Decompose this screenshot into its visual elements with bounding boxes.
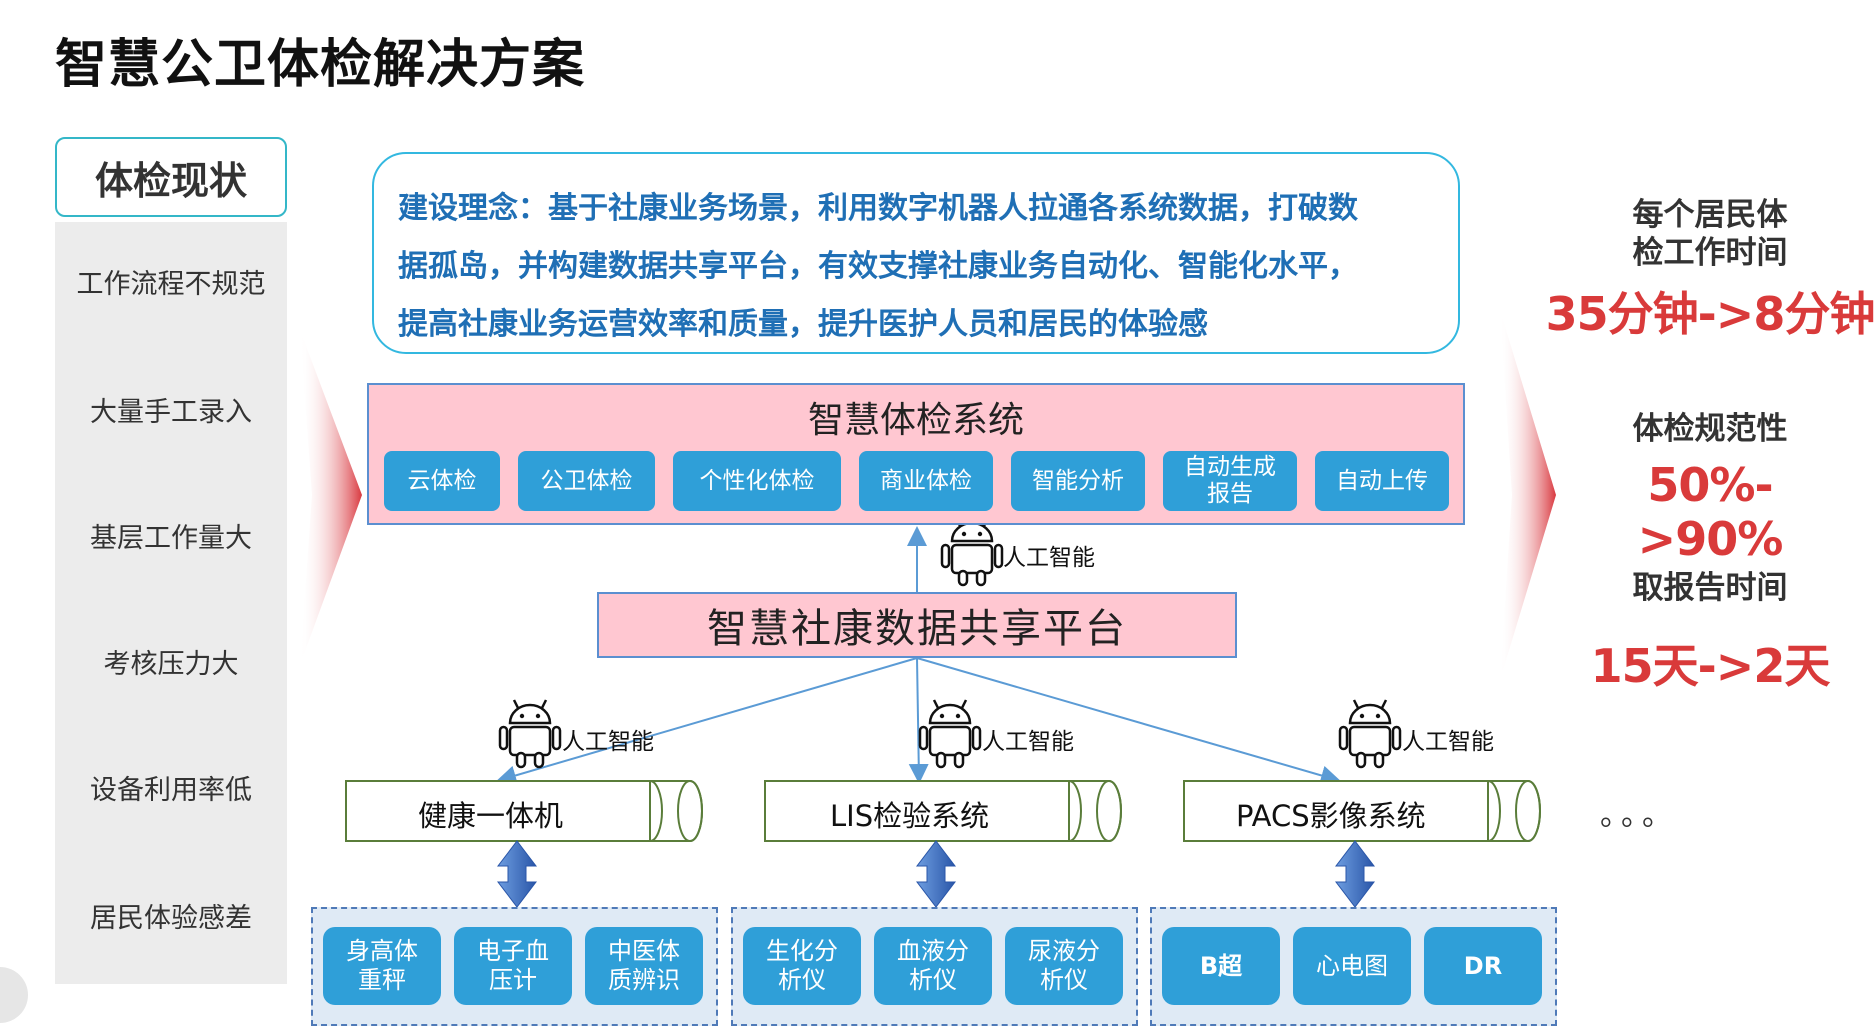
subsystem-label: LIS检验系统 [830, 799, 990, 833]
module-commercial-exam[interactable]: 商业体检 [859, 451, 993, 511]
status-item: 考核压力大 [103, 649, 239, 680]
device-dr[interactable]: DR [1424, 927, 1542, 1005]
right-chevron-arrow [1500, 310, 1556, 680]
android-icon [498, 698, 562, 769]
data-sharing-platform: 智慧社康数据共享平台 [597, 592, 1237, 658]
device-blood-analyzer[interactable]: 血液分 析仪 [874, 927, 992, 1005]
metric-label: 取报告时间 [1632, 570, 1788, 606]
status-heading: 体检现状 [55, 137, 287, 217]
device-height-weight-scale[interactable]: 身高体 重秤 [323, 927, 441, 1005]
subsystem-label: 健康一体机 [418, 799, 564, 833]
status-item: 基层工作量大 [90, 523, 252, 554]
android-icon [940, 516, 1004, 587]
device-urine-analyzer[interactable]: 尿液分 析仪 [1005, 927, 1123, 1005]
android-icon [918, 698, 982, 769]
ai-label: 人工智能 [982, 729, 1074, 755]
metric-value: 50%->90% [1637, 458, 1784, 566]
double-arrow-icon [915, 840, 957, 908]
module-auto-report[interactable]: 自动生成 报告 [1163, 451, 1297, 511]
page-title: 智慧公卫体检解决方案 [55, 35, 586, 95]
device-group-health-kiosk: 身高体 重秤 电子血 压计 中医体 质辨识 [311, 907, 718, 1026]
module-auto-upload[interactable]: 自动上传 [1315, 451, 1449, 511]
module-personalized-exam[interactable]: 个性化体检 [673, 451, 841, 511]
status-item: 设备利用率低 [90, 775, 252, 806]
concept-box: 建设理念：基于社康业务场景，利用数字机器人拉通各系统数据，打破数 据孤岛，并构建… [372, 152, 1460, 354]
double-arrow-icon [496, 840, 538, 908]
device-group-lis: 生化分 析仪 血液分 析仪 尿液分 析仪 [731, 907, 1138, 1026]
exam-system-title: 智慧体检系统 [807, 400, 1024, 441]
module-smart-analysis[interactable]: 智能分析 [1011, 451, 1145, 511]
metric-value: 15天->2天 [1590, 639, 1831, 693]
concept-line: 据孤岛，并构建数据共享平台，有效支撑社康业务自动化、智能化水平， [398, 249, 1358, 284]
cylinder-pacs-system [1183, 780, 1541, 842]
status-item: 居民体验感差 [90, 903, 252, 934]
device-blood-pressure-meter[interactable]: 电子血 压计 [454, 927, 572, 1005]
device-ultrasound[interactable]: B超 [1162, 927, 1280, 1005]
cylinder-health-kiosk [345, 780, 703, 842]
concept-line: 提高社康业务运营效率和质量，提升医护人员和居民的体验感 [398, 307, 1208, 342]
device-group-pacs: B超 心电图 DR [1150, 907, 1557, 1026]
exam-system-box: 智慧体检系统 云体检 公卫体检 个性化体检 商业体检 智能分析 自动生成 报告 … [367, 383, 1465, 525]
status-list: 工作流程不规范 大量手工录入 基层工作量大 考核压力大 设备利用率低 居民体验感… [55, 222, 287, 984]
device-biochem-analyzer[interactable]: 生化分 析仪 [743, 927, 861, 1005]
metric-value: 35分钟->8分钟 [1545, 287, 1874, 341]
module-cloud-exam[interactable]: 云体检 [384, 451, 500, 511]
device-tcm-constitution[interactable]: 中医体 质辨识 [585, 927, 703, 1005]
double-arrow-icon [1334, 840, 1376, 908]
android-icon [1338, 698, 1402, 769]
concept-line: 建设理念：基于社康业务场景，利用数字机器人拉通各系统数据，打破数 [398, 191, 1358, 226]
ai-label: 人工智能 [1003, 545, 1095, 571]
device-ecg[interactable]: 心电图 [1293, 927, 1411, 1005]
ai-label: 人工智能 [1402, 729, 1494, 755]
module-public-health-exam[interactable]: 公卫体检 [518, 451, 655, 511]
subsystem-label: PACS影像系统 [1236, 799, 1426, 833]
status-item: 大量手工录入 [90, 397, 252, 428]
corner-decoration [0, 967, 28, 1023]
metric-label: 每个居民体 检工作时间 [1632, 197, 1788, 271]
more-ellipsis: 。。。 [1600, 798, 1678, 833]
ai-label: 人工智能 [562, 729, 654, 755]
cylinder-lis-system [764, 780, 1122, 842]
left-chevron-arrow [300, 330, 362, 665]
metric-label: 体检规范性 [1632, 411, 1788, 447]
status-item: 工作流程不规范 [76, 269, 266, 300]
